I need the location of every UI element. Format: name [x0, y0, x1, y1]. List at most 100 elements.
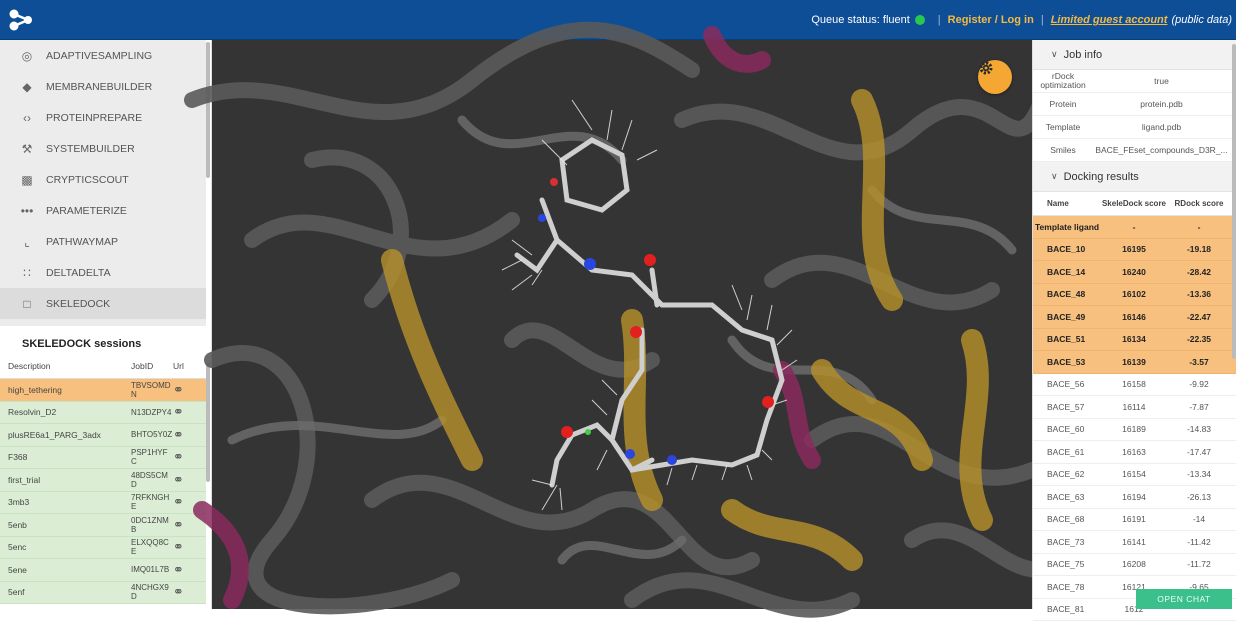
col-url: Url [173, 361, 203, 378]
col-name[interactable]: Name [1033, 199, 1097, 208]
link-icon[interactable]: ⚭ [173, 472, 203, 488]
grid-icon: ∷ [20, 266, 34, 280]
public-data-label: (public data) [1171, 14, 1232, 26]
link-icon[interactable]: ⚭ [173, 517, 203, 533]
app-item-skeledock[interactable]: □SKELEDOCK [0, 288, 206, 319]
link-icon[interactable]: ⚭ [173, 584, 203, 600]
result-name: BACE_49 [1033, 312, 1097, 322]
app-logo[interactable] [8, 8, 34, 32]
app-item-systembuilder[interactable]: ⚒SYSTEMBUILDER [0, 133, 206, 164]
result-name: BACE_48 [1033, 289, 1097, 299]
gear-icon [978, 60, 994, 76]
result-skeledock-score: 16240 [1097, 267, 1171, 277]
result-rdock-score: -14.83 [1171, 424, 1227, 434]
result-name: BACE_63 [1033, 492, 1097, 502]
result-rdock-score: -3.57 [1171, 357, 1227, 367]
separator: | [1041, 14, 1044, 26]
open-chat-button[interactable]: OPEN CHAT [1136, 589, 1232, 609]
sessions-scrollbar[interactable] [206, 362, 210, 482]
register-login-link[interactable]: Register / Log in [948, 14, 1034, 26]
result-rdock-score: -14 [1171, 514, 1227, 524]
session-description: 5enc [0, 542, 131, 552]
app-item-proteinprepare[interactable]: ‹›PROTEINPREPARE [0, 102, 206, 133]
docking-results-header[interactable]: ∨ Docking results [1033, 162, 1236, 192]
docking-result-row[interactable]: Template ligand-- [1033, 216, 1236, 239]
app-item-membranebuilder[interactable]: ◆MEMBRANEBUILDER [0, 71, 206, 102]
result-rdock-score: -13.36 [1171, 289, 1227, 299]
app-item-crypticscout[interactable]: ▩CRYPTICSCOUT [0, 164, 206, 195]
col-jobid[interactable]: JobID [131, 361, 173, 378]
result-skeledock-score: 16163 [1097, 447, 1171, 457]
right-panel-scrollbar[interactable] [1232, 44, 1236, 359]
result-skeledock-score: 16146 [1097, 312, 1171, 322]
result-rdock-score: -9.92 [1171, 379, 1227, 389]
link-icon[interactable]: ⚭ [173, 539, 203, 555]
col-skeledock-score[interactable]: SkeleDock score [1097, 199, 1171, 208]
result-name: BACE_57 [1033, 402, 1097, 412]
app-item-label: SYSTEMBUILDER [46, 143, 135, 155]
molecule-viewer[interactable] [212, 40, 1032, 609]
molecule-canvas[interactable] [212, 40, 1032, 609]
session-description: 5ene [0, 565, 131, 575]
app-item-adaptivesampling[interactable]: ◎ADAPTIVESAMPLING [0, 40, 206, 71]
app-item-deltadelta[interactable]: ∷DELTADELTA [0, 257, 206, 288]
job-info-key: Template [1033, 123, 1093, 132]
layers-icon: ◆ [20, 80, 34, 94]
link-icon[interactable]: ⚭ [173, 404, 203, 420]
result-name: BACE_62 [1033, 469, 1097, 479]
link-icon[interactable]: ⚭ [173, 562, 203, 578]
app-item-label: ADAPTIVESAMPLING [46, 50, 152, 62]
job-info-key: rDock optimization [1033, 72, 1093, 90]
app-item-parameterize[interactable]: •••PARAMETERIZE [0, 195, 206, 226]
viewer-settings-button[interactable] [978, 60, 1012, 94]
result-name: BACE_56 [1033, 379, 1097, 389]
docking-table-header: Name SkeleDock score RDock score [1033, 192, 1236, 216]
result-name: BACE_60 [1033, 424, 1097, 434]
apps-scrollbar[interactable] [206, 42, 210, 178]
link-icon[interactable]: ⚭ [173, 449, 203, 465]
job-info-title: Job info [1064, 49, 1103, 61]
col-description[interactable]: Description [0, 361, 131, 378]
result-skeledock-score: 16102 [1097, 289, 1171, 299]
link-icon[interactable]: ⚭ [173, 382, 203, 398]
link-icon[interactable]: ⚭ [173, 427, 203, 443]
col-rdock-score[interactable]: RDock score [1171, 199, 1227, 208]
session-jobid: PSP1HYFC [131, 448, 173, 466]
guest-account-link[interactable]: Limited guest account [1051, 14, 1168, 26]
job-info-header[interactable]: ∨ Job info [1033, 40, 1236, 70]
app-item-pathwaymap[interactable]: ⌞PATHWAYMAP [0, 226, 206, 257]
result-name: BACE_73 [1033, 537, 1097, 547]
job-info-value: BACE_FEset_compounds_D3R_... [1093, 145, 1236, 155]
result-name: BACE_75 [1033, 559, 1097, 569]
docking-results-title: Docking results [1064, 171, 1139, 183]
job-info-value: ligand.pdb [1093, 122, 1236, 132]
job-info-key: Smiles [1033, 146, 1093, 155]
session-jobid: BHTO5Y0Z [131, 430, 173, 439]
